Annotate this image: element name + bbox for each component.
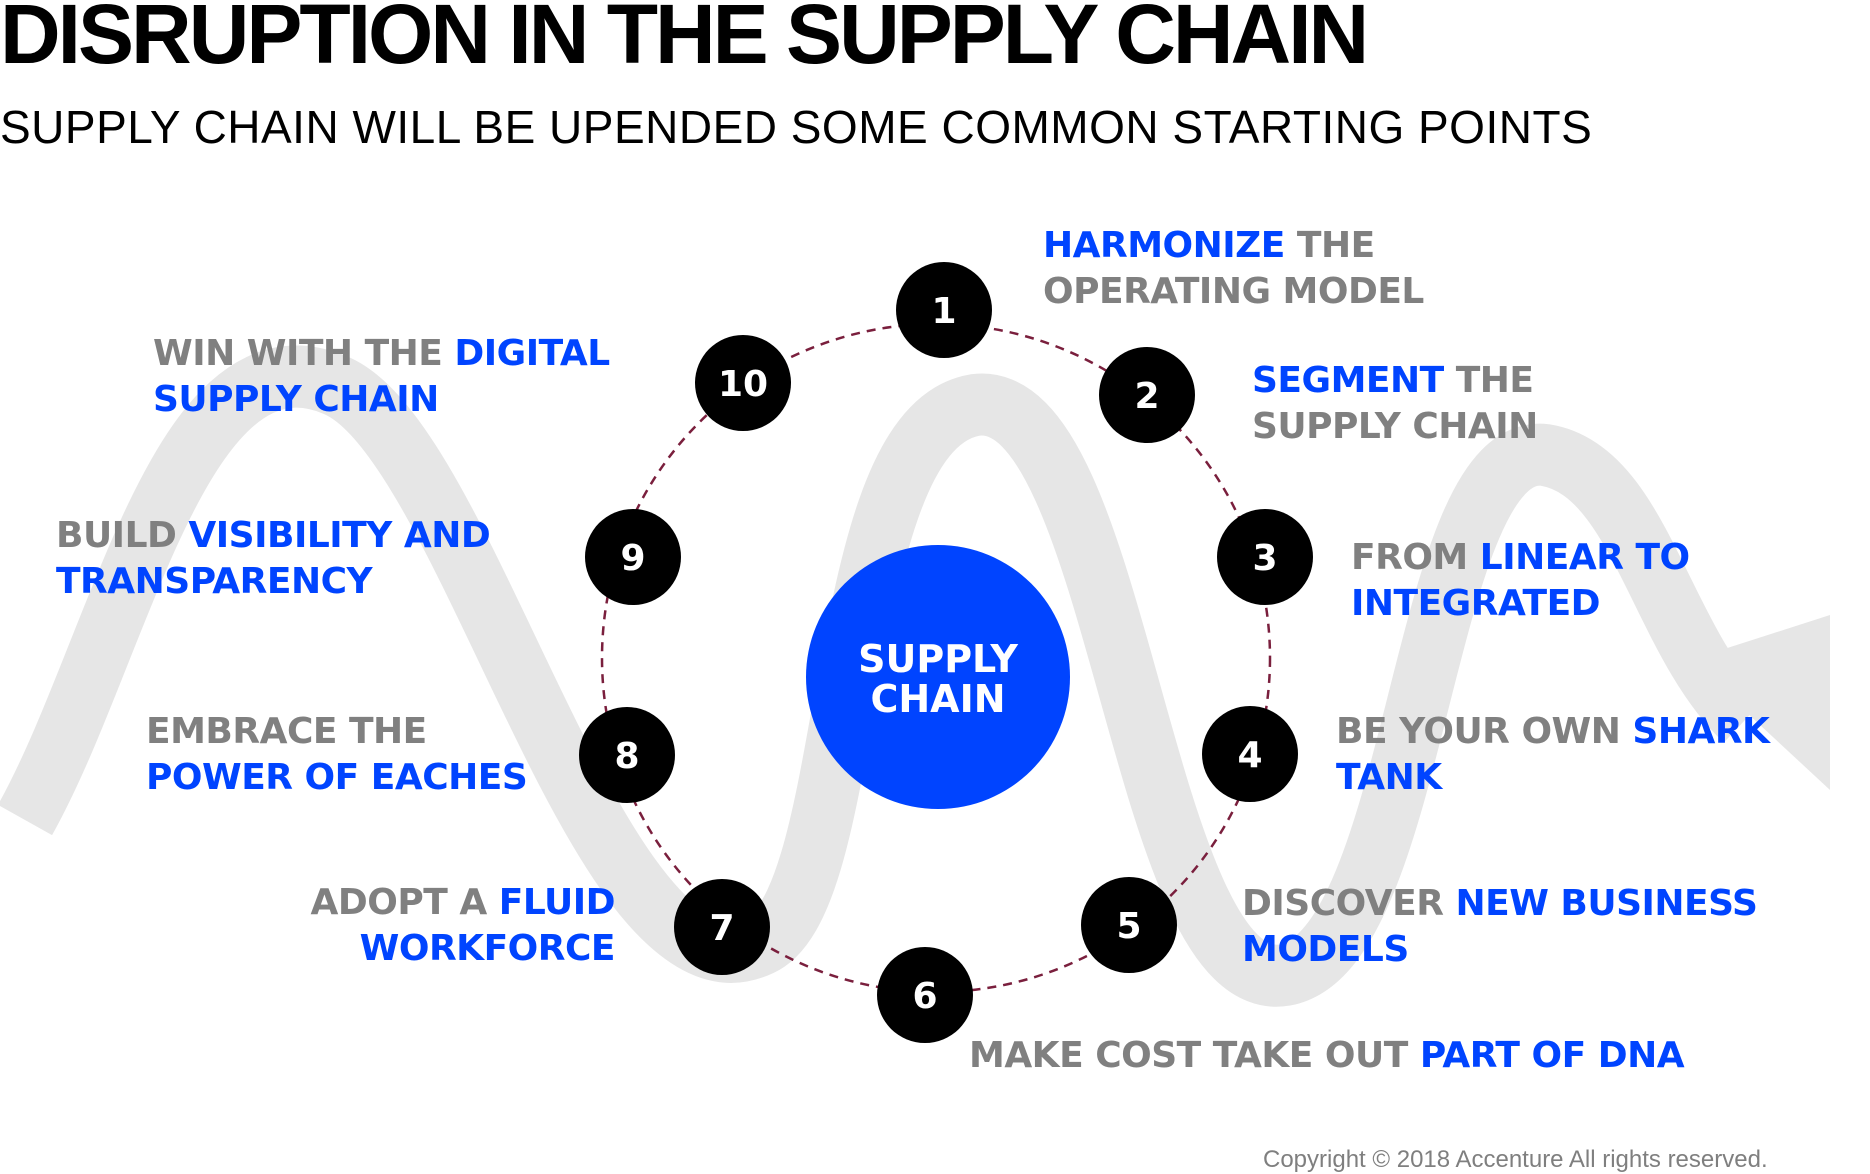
label-text: EMBRACE THE xyxy=(146,711,427,752)
svg-text:7: 7 xyxy=(709,908,734,949)
svg-text:8: 8 xyxy=(614,736,639,777)
label-text: BUILD xyxy=(56,515,189,556)
step-label-line: INTEGRATED xyxy=(1351,581,1690,627)
step-label-line: TANK xyxy=(1336,755,1769,801)
label-text: THE xyxy=(1443,360,1534,401)
label-highlight-text: LINEAR TO xyxy=(1479,537,1690,578)
label-text: MAKE COST TAKE OUT xyxy=(969,1035,1420,1076)
label-highlight-text: SUPPLY CHAIN xyxy=(153,379,439,420)
label-highlight-text: VISIBILITY AND xyxy=(188,515,491,556)
step-node-4: 4 xyxy=(1202,706,1298,802)
step-label-line: HARMONIZE THE xyxy=(1043,223,1424,269)
step-node-9: 9 xyxy=(585,509,681,605)
svg-text:1: 1 xyxy=(931,291,956,332)
step-node-8: 8 xyxy=(579,707,675,803)
background-wave-arrow xyxy=(0,345,1768,1007)
step-label-line: ADOPT A FLUID xyxy=(308,880,616,926)
step-label-line: SEGMENT THE xyxy=(1252,358,1538,404)
label-highlight-text: PART OF DNA xyxy=(1419,1035,1685,1076)
step-node-1: 1 xyxy=(896,262,992,358)
step-label-line: BUILD VISIBILITY AND xyxy=(56,513,491,559)
step-label-line: SUPPLY CHAIN xyxy=(1252,404,1538,450)
step-node-6: 6 xyxy=(877,947,973,1043)
page-title: DISRUPTION IN THE SUPPLY CHAIN xyxy=(0,0,1369,81)
label-highlight-text: NEW BUSINESS xyxy=(1455,883,1758,924)
label-highlight-text: DIGITAL xyxy=(454,333,610,374)
svg-text:10: 10 xyxy=(718,364,768,405)
label-highlight-text: POWER OF EACHES xyxy=(146,757,528,798)
step-node-2: 2 xyxy=(1099,347,1195,443)
label-text: BE YOUR OWN xyxy=(1336,711,1633,752)
label-highlight-text: TANK xyxy=(1336,757,1442,798)
svg-text:3: 3 xyxy=(1252,538,1277,579)
step-node-3: 3 xyxy=(1217,509,1313,605)
center-label: CHAIN xyxy=(870,677,1005,721)
step-label-6: MAKE COST TAKE OUT PART OF DNA xyxy=(969,1033,1685,1079)
step-label-line: EMBRACE THE xyxy=(146,709,527,755)
center-circle xyxy=(806,545,1070,809)
svg-text:6: 6 xyxy=(912,976,937,1017)
step-label-line: WIN WITH THE DIGITAL xyxy=(153,331,610,377)
label-highlight-text: SHARK xyxy=(1632,711,1770,752)
svg-text:9: 9 xyxy=(620,538,645,579)
step-label-line: BE YOUR OWN SHARK xyxy=(1336,709,1770,755)
step-node-5: 5 xyxy=(1081,877,1177,973)
label-text: WIN WITH THE xyxy=(153,333,455,374)
step-label-line: MAKE COST TAKE OUT PART OF DNA xyxy=(969,1033,1685,1079)
step-label-line: MODELS xyxy=(1242,927,1757,973)
step-label-line: FROM LINEAR TO xyxy=(1351,535,1690,581)
step-label-line: OPERATING MODEL xyxy=(1043,269,1424,315)
label-text: OPERATING MODEL xyxy=(1043,271,1424,312)
step-label-line: TRANSPARENCY xyxy=(56,559,490,605)
label-highlight-text: TRANSPARENCY xyxy=(56,561,373,602)
svg-text:4: 4 xyxy=(1237,735,1262,776)
svg-text:2: 2 xyxy=(1134,376,1159,417)
background-arrow-head xyxy=(1690,615,1830,790)
label-highlight-text: INTEGRATED xyxy=(1351,583,1601,624)
step-node-10: 10 xyxy=(695,335,791,431)
step-label-line: SUPPLY CHAIN xyxy=(153,377,610,423)
step-label-line: POWER OF EACHES xyxy=(146,755,528,801)
step-label-8: EMBRACE THE POWER OF EACHES xyxy=(146,709,528,801)
page-subtitle: SUPPLY CHAIN WILL BE UPENDED SOME COMMON… xyxy=(0,101,1593,153)
label-text: SUPPLY CHAIN xyxy=(1252,406,1538,447)
svg-text:5: 5 xyxy=(1116,906,1141,947)
step-label-line: WORKFORCE xyxy=(308,926,616,972)
label-highlight-text: WORKFORCE xyxy=(359,928,616,969)
step-node-7: 7 xyxy=(674,879,770,975)
label-highlight-text: HARMONIZE xyxy=(1043,225,1285,266)
copyright-notice: Copyright © 2018 Accenture All rights re… xyxy=(1263,1146,1768,1173)
label-highlight-text: SEGMENT xyxy=(1252,360,1444,401)
label-highlight-text: FLUID xyxy=(498,882,616,923)
label-highlight-text: MODELS xyxy=(1242,929,1409,970)
label-text: ADOPT A xyxy=(310,882,499,923)
step-label-line: DISCOVER NEW BUSINESS xyxy=(1242,881,1758,927)
label-text: FROM xyxy=(1351,537,1480,578)
label-text: THE xyxy=(1284,225,1375,266)
center-label: SUPPLY xyxy=(858,637,1018,681)
label-text: DISCOVER xyxy=(1242,883,1456,924)
